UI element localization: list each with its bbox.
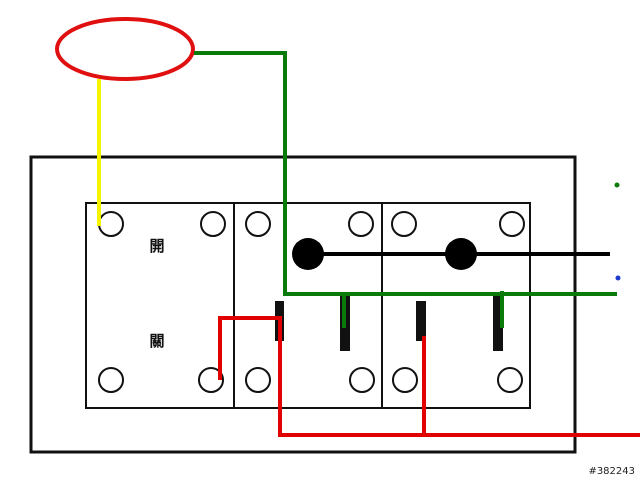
lamp [55, 17, 195, 81]
screw-terminal [98, 367, 124, 393]
watermark: #382243 [588, 466, 635, 477]
screw-terminal [391, 211, 417, 237]
socket-slot [416, 301, 426, 341]
screw-terminal [200, 211, 226, 237]
screw-terminal [198, 367, 224, 393]
screw-terminal [497, 367, 523, 393]
switch-label-on: 開 [149, 237, 164, 255]
screw-terminal [98, 211, 124, 237]
socket-slot [493, 292, 503, 351]
screw-terminal [499, 211, 525, 237]
screw-terminal [348, 211, 374, 237]
black-terminal-dot [445, 238, 477, 270]
black-terminal-dot [292, 238, 324, 270]
blue-marker-dot [615, 275, 621, 281]
screw-terminal [245, 367, 271, 393]
screw-terminal [245, 211, 271, 237]
screw-terminal [392, 367, 418, 393]
green-wire [194, 51, 617, 296]
red-wire [218, 316, 640, 437]
green-marker-dot [614, 182, 620, 188]
switch-label-off: 關 [149, 332, 164, 350]
screw-terminal [349, 367, 375, 393]
